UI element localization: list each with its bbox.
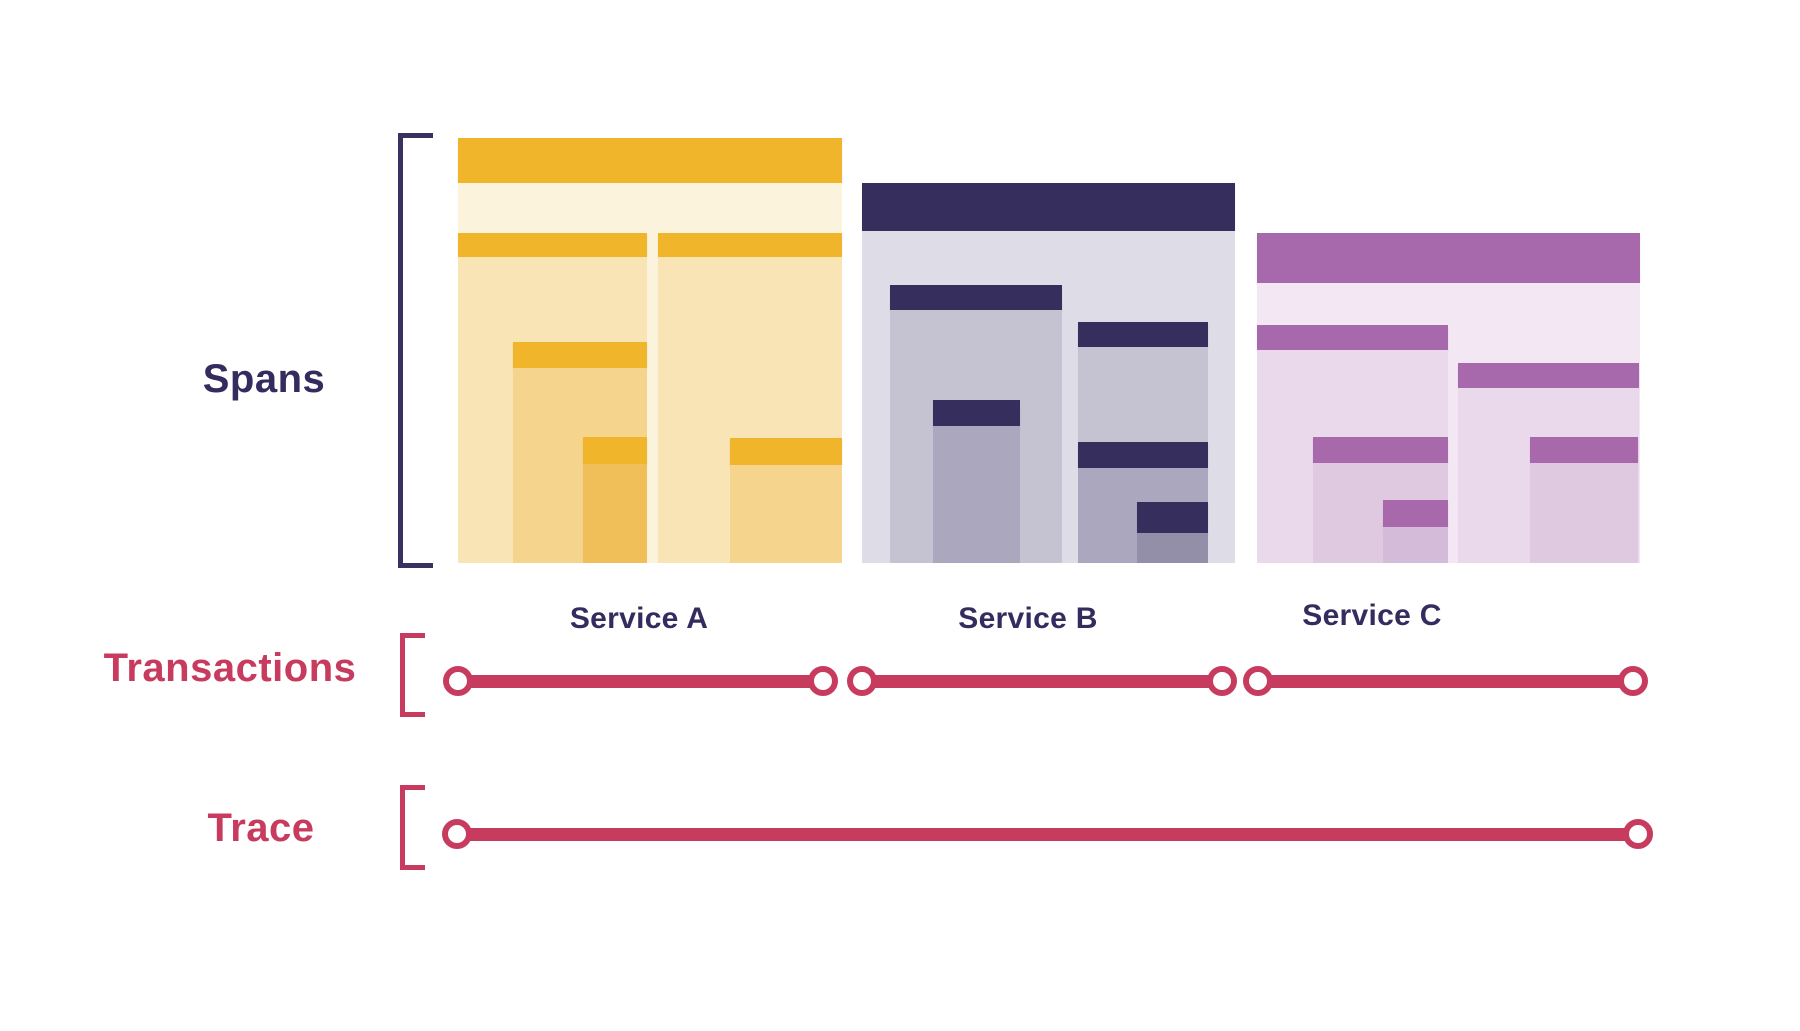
span-header-bar — [1257, 325, 1448, 350]
span-header-bar — [458, 138, 842, 183]
service-b-span-waterfall — [862, 183, 1235, 563]
trace-line — [457, 828, 1638, 841]
transactions-label: Transactions — [103, 646, 357, 690]
transaction-line-service-c — [1258, 675, 1633, 688]
span-header-bar — [1458, 363, 1639, 388]
service-c-great-grandchild-span — [1383, 500, 1448, 563]
service-b-great-grandchild-span — [1137, 502, 1208, 563]
transaction-b-end-dot — [1207, 666, 1237, 696]
service-c-span-waterfall — [1257, 233, 1640, 563]
transaction-line-service-a — [458, 675, 823, 688]
span-header-bar — [862, 183, 1235, 231]
span-body — [1137, 533, 1208, 563]
transaction-c-end-dot — [1618, 666, 1648, 696]
span-body — [933, 426, 1020, 563]
service-a-great-grandchild-span — [583, 437, 647, 563]
span-header-bar — [1257, 233, 1640, 283]
span-header-bar — [1530, 437, 1638, 463]
service-b-grandchild-span-1 — [933, 400, 1020, 563]
span-body — [1530, 463, 1638, 563]
transaction-line-service-b — [862, 675, 1222, 688]
span-header-bar — [890, 285, 1062, 310]
service-b-label: Service B — [958, 602, 1098, 635]
span-header-bar — [513, 342, 647, 368]
service-c-grandchild-span-2 — [1530, 437, 1638, 563]
trace-end-dot — [1623, 819, 1653, 849]
trace-label: Trace — [207, 806, 315, 850]
span-header-bar — [730, 438, 842, 465]
span-body — [583, 464, 647, 563]
transaction-c-start-dot — [1243, 666, 1273, 696]
service-c-label: Service C — [1302, 599, 1442, 632]
span-header-bar — [1313, 437, 1448, 463]
service-a-grandchild-span-2 — [730, 438, 842, 563]
trace-start-dot — [442, 819, 472, 849]
trace-bracket — [400, 785, 425, 870]
span-header-bar — [1078, 322, 1208, 347]
spans-label: Spans — [202, 357, 326, 401]
span-body — [1383, 527, 1448, 563]
span-header-bar — [933, 400, 1020, 426]
span-header-bar — [658, 233, 842, 257]
spans-bracket — [398, 133, 433, 568]
service-a-label: Service A — [569, 602, 709, 635]
span-header-bar — [1078, 442, 1208, 468]
transaction-a-end-dot — [808, 666, 838, 696]
span-header-bar — [1383, 500, 1448, 527]
transaction-b-start-dot — [847, 666, 877, 696]
span-header-bar — [1137, 502, 1208, 533]
span-header-bar — [458, 233, 647, 257]
transactions-bracket — [400, 633, 425, 717]
span-header-bar — [583, 437, 647, 464]
service-a-span-waterfall — [458, 138, 842, 563]
span-body — [730, 465, 842, 563]
transaction-a-start-dot — [443, 666, 473, 696]
